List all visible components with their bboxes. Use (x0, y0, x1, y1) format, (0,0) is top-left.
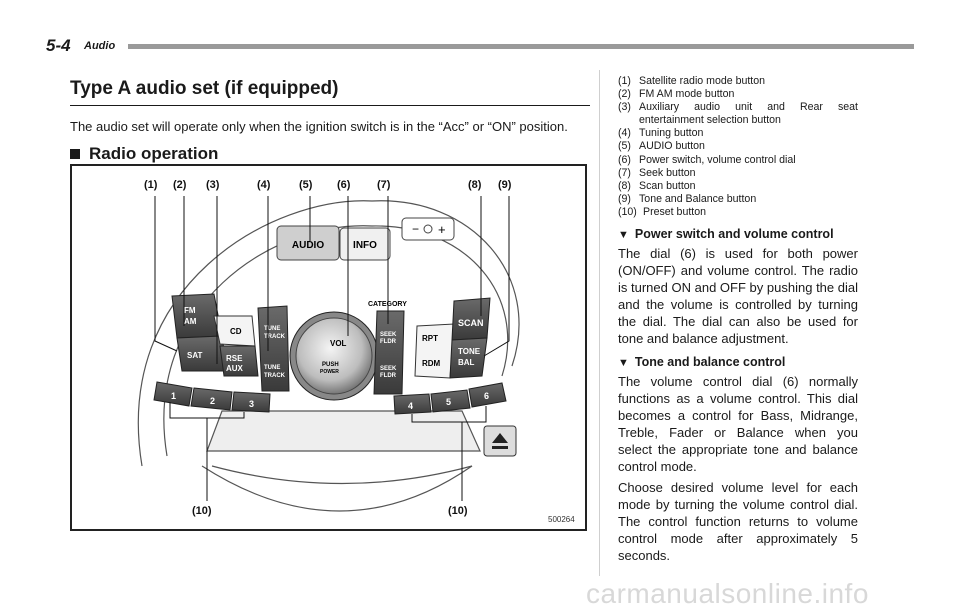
page-title: Type A audio set (if equipped) (70, 78, 339, 99)
svg-text:6: 6 (484, 391, 489, 401)
info-button: INFO (339, 227, 391, 261)
rse-aux-button: RSE AUX (219, 345, 259, 377)
radio-operation-heading: Radio operation (70, 144, 590, 164)
legend-item: (8)Scan button (618, 179, 696, 192)
square-bullet-icon (70, 149, 80, 159)
legend-item: (1)Satellite radio mode button (618, 75, 766, 87)
clock-adjust-button: − + (401, 217, 455, 241)
radio-illustration: AUDIO INFO − + FM AM SAT CD RSE (137, 179, 575, 524)
svg-text:RDM: RDM (422, 359, 441, 368)
svg-text:4: 4 (408, 401, 413, 411)
tone-text-1: The volume control dial (6) normally fun… (618, 374, 858, 475)
button-legend: (1)Satellite radio mode button (2)FM AM … (618, 75, 858, 219)
section-title: Audio (84, 40, 116, 52)
svg-text:+: + (438, 222, 446, 237)
rpt-rdm-button: RPT RDM (414, 323, 455, 379)
svg-text:RSE: RSE (226, 354, 243, 363)
audio-button: AUDIO (276, 225, 340, 261)
tone-text-2: Choose desired volume level for each mod… (618, 480, 858, 564)
svg-text:5: 5 (446, 397, 451, 407)
preset-buttons-right: 4 5 6 (393, 382, 507, 415)
svg-text:TONE: TONE (458, 347, 481, 356)
column-divider (599, 70, 600, 576)
callout-7: (7) (377, 179, 391, 191)
svg-text:SCAN: SCAN (458, 318, 484, 328)
power-text: The dial (6) is used for both power (ON/… (618, 246, 858, 347)
triangle-bullet-icon: ▼ (618, 229, 629, 242)
info-label: INFO (353, 240, 377, 251)
tune-track-button: TUNE TRACK TUNE TRACK (257, 305, 290, 392)
svg-text:RPT: RPT (422, 334, 438, 343)
figure-id: 500264 (548, 515, 575, 524)
cd-button: CD (213, 315, 256, 347)
power-heading: ▼Power switch and volume control (618, 227, 834, 242)
callout-6: (6) (337, 179, 351, 191)
svg-text:FLDR: FLDR (380, 373, 397, 379)
callout-1: (1) (144, 179, 158, 191)
svg-text:BAL: BAL (458, 358, 475, 367)
page-number: 5-4 (46, 36, 71, 55)
svg-text:SEEK: SEEK (380, 366, 397, 372)
radio-operation-label: Radio operation (89, 144, 219, 163)
svg-text:VOL: VOL (330, 339, 347, 348)
callout-8: (8) (468, 179, 482, 191)
left-column: Type A audio set (if equipped) The audio… (70, 72, 590, 164)
legend-item: (2)FM AM mode button (618, 88, 735, 101)
intro-text: The audio set will operate only when the… (70, 119, 568, 134)
svg-text:TUNE: TUNE (264, 365, 280, 371)
legend-item: (3)Auxiliary audio unit and Rear seat en… (618, 101, 858, 127)
svg-text:1: 1 (171, 391, 176, 401)
svg-text:FLDR: FLDR (380, 339, 397, 345)
scan-button: SCAN (451, 297, 491, 341)
svg-text:TRACK: TRACK (264, 334, 286, 340)
callout-leaders (154, 196, 510, 501)
page-header: 5-4 Audio (46, 36, 914, 55)
callout-5: (5) (299, 179, 313, 191)
legend-item: (10)Preset button (618, 205, 707, 218)
svg-text:FM: FM (184, 306, 196, 315)
legend-item: (4)Tuning button (618, 127, 704, 140)
svg-text:TUNE: TUNE (264, 326, 280, 332)
header-rule (128, 44, 914, 49)
legend-item: (7)Seek button (618, 166, 696, 179)
svg-text:SAT: SAT (187, 351, 203, 360)
svg-text:AUX: AUX (226, 364, 244, 373)
volume-dial: VOL PUSH POWER (289, 311, 379, 401)
legend-item: (5)AUDIO button (618, 140, 705, 153)
legend-item: (9)Tone and Balance button (618, 192, 757, 205)
preset-buttons-left: 1 2 3 (153, 381, 271, 413)
svg-text:3: 3 (249, 399, 254, 409)
callout-9: (9) (498, 179, 512, 191)
svg-text:SEEK: SEEK (380, 332, 397, 338)
tone-heading: ▼Tone and balance control (618, 355, 786, 370)
callout-labels: (1) (2) (3) (4) (5) (6) (7) (8) (9) (10)… (144, 179, 512, 517)
triangle-bullet-icon: ▼ (618, 357, 629, 370)
svg-text:PUSH: PUSH (322, 362, 339, 368)
svg-text:POWER: POWER (320, 369, 339, 375)
audio-label: AUDIO (292, 240, 324, 251)
watermark: carmanualsonline.info (586, 578, 869, 609)
tone-bal-button: TONE BAL (449, 337, 488, 379)
callout-3: (3) (206, 179, 220, 191)
callout-10-left: (10) (192, 505, 212, 517)
callout-2: (2) (173, 179, 187, 191)
svg-text:AM: AM (184, 317, 197, 326)
svg-text:2: 2 (210, 396, 215, 406)
radio-figure: AUDIO INFO − + FM AM SAT CD RSE (70, 164, 587, 531)
svg-text:−: − (412, 222, 419, 236)
right-column: (1)Satellite radio mode button (2)FM AM … (618, 75, 858, 564)
svg-text:CD: CD (230, 327, 242, 336)
legend-item: (6)Power switch, volume control dial (618, 153, 796, 166)
svg-text:TRACK: TRACK (264, 373, 286, 379)
seek-folder-button: SEEK FLDR SEEK FLDR (373, 310, 405, 395)
callout-4: (4) (257, 179, 271, 191)
eject-button (483, 425, 517, 457)
title-rule (70, 105, 590, 106)
callout-10-right: (10) (448, 505, 468, 517)
